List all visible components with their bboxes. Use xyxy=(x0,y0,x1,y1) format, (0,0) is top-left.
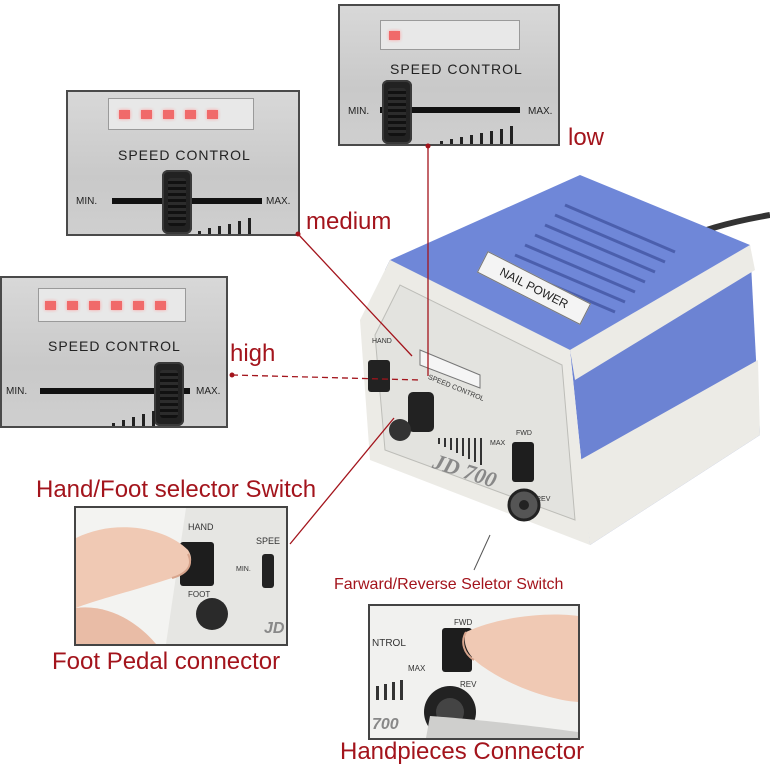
speed-led xyxy=(119,110,130,119)
max-label: MAX. xyxy=(196,386,221,397)
led-window xyxy=(38,288,186,322)
speed-slider-knob[interactable] xyxy=(382,80,412,144)
device-speed-knob xyxy=(408,392,434,432)
device-fwd-label: FWD xyxy=(516,430,532,437)
speed-slider-knob[interactable] xyxy=(154,362,184,426)
speed-scale xyxy=(112,404,192,426)
panel-title: SPEED CONTROL xyxy=(118,147,251,163)
min-label: MIN. xyxy=(76,196,98,207)
device-max-label: MAX xyxy=(490,440,506,447)
detail-photo-hand-foot: HAND FOOT SPEE MIN. JD xyxy=(74,506,288,646)
power-switch xyxy=(368,360,390,392)
speed-track xyxy=(380,107,520,113)
fwd-rev-switch-detail xyxy=(442,628,472,672)
speed-scale xyxy=(440,124,530,144)
speed-track xyxy=(40,388,190,394)
callout-high: high xyxy=(230,340,276,367)
device-top-face xyxy=(390,175,750,350)
callout-foot-pedal-connector: Foot Pedal connector xyxy=(52,648,281,675)
detail-rev-label: REV xyxy=(460,680,477,689)
fwd-rev-switch xyxy=(512,442,534,482)
speed-led xyxy=(141,110,152,119)
speed-led xyxy=(89,301,100,310)
min-label: MIN. xyxy=(6,386,28,397)
panel-title: SPEED CONTROL xyxy=(48,338,181,354)
detail-min-label: MIN. xyxy=(236,566,251,573)
detail-photo-fwd-rev: NTROL MAX FWD REV 700 xyxy=(368,604,580,740)
speed-led xyxy=(111,301,122,310)
speed-led xyxy=(67,301,78,310)
speed-scale xyxy=(198,212,288,234)
max-label: MAX. xyxy=(528,106,553,117)
speed-panel-high: SPEED CONTROL MIN. MAX. xyxy=(0,276,228,428)
speed-led xyxy=(133,301,144,310)
callout-medium: medium xyxy=(306,208,392,235)
speed-panel-low: SPEED CONTROL MIN. MAX. xyxy=(338,4,560,146)
callout-fwd-rev-switch: Farward/Reverse Seletor Switch xyxy=(334,576,564,593)
detail-fwd-label: FWD xyxy=(454,618,473,627)
speed-led xyxy=(185,110,196,119)
device-rev-label: REV xyxy=(536,496,551,503)
detail-speed-label: SPEE xyxy=(256,536,281,546)
callout-handpieces-connector: Handpieces Connector xyxy=(340,738,585,765)
speed-led xyxy=(207,110,218,119)
vent-grille xyxy=(504,203,676,314)
max-label: MAX. xyxy=(266,196,291,207)
panel-title: SPEED CONTROL xyxy=(390,61,523,77)
speed-led xyxy=(389,31,400,40)
device-hand-label: HAND xyxy=(372,338,392,345)
led-window xyxy=(380,20,520,50)
speed-led xyxy=(163,110,174,119)
speed-panel-medium: SPEED CONTROL MIN. MAX. xyxy=(66,90,300,236)
speed-led xyxy=(45,301,56,310)
callout-hand-foot-switch: Hand/Foot selector Switch xyxy=(36,476,317,503)
nail-drill-device xyxy=(360,175,770,545)
detail-hand-label: HAND xyxy=(188,522,214,532)
led-window xyxy=(108,98,254,130)
detail-control-label: NTROL xyxy=(372,638,406,649)
detail-max-label: MAX xyxy=(408,664,426,673)
detail-model-label: 700 xyxy=(372,716,399,733)
detail-model-label: JD xyxy=(264,620,285,637)
callout-low: low xyxy=(568,124,605,151)
foot-pedal-port xyxy=(389,419,411,441)
min-label: MIN. xyxy=(348,106,370,117)
speed-slider-knob[interactable] xyxy=(162,170,192,234)
speed-led xyxy=(155,301,166,310)
detail-foot-label: FOOT xyxy=(188,590,211,599)
